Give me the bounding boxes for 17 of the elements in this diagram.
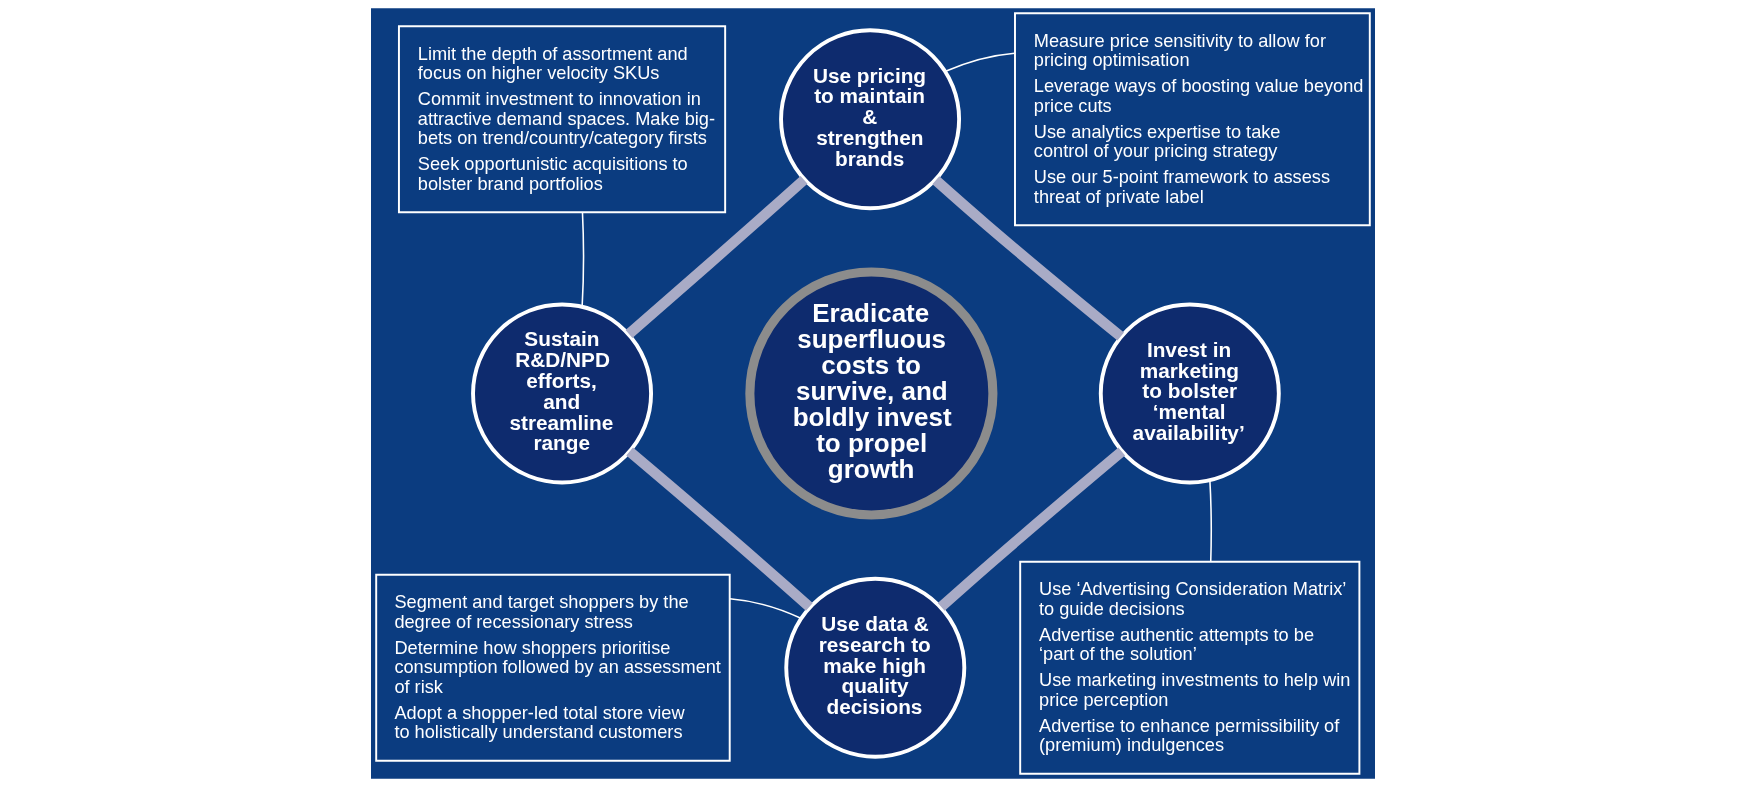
node-circle: Sustain R&D/NPD efforts, and streamline range	[470, 302, 653, 485]
node-box: Limit the depth of assortment and focus on higher velocity SKUs Commit investment to innovation in attractive demand spaces. Make big-bets on trend/country/category firsts Seek opportunistic acquisitions to bolster brand portfolios	[397, 25, 726, 214]
node-circle: Invest in marketing to bolster ‘mental availability’	[1098, 302, 1281, 485]
connector	[931, 176, 1124, 341]
node-circle: Eradicate superfluous costs to survive, and boldly invest to propel growth	[744, 267, 997, 520]
node-box: Measure price sensitivity to allow for pricing optimisation Leverage ways of boosting value beyond price cuts Use analytics expertise to take control of your pricing strategy Use our 5-point framework to assess threat of private label	[1013, 12, 1371, 227]
connector	[580, 211, 584, 308]
connector	[1208, 479, 1212, 563]
connector	[944, 52, 1015, 73]
connector	[937, 447, 1125, 611]
node-box: Segment and target shoppers by the degree of recessionary stress Determine how shoppers prioritise consumption followed by an assessment of risk Adopt a shopper-led total store view to holistically understand customers	[374, 573, 731, 762]
node-circle: Use pricing to maintain & strengthen brands	[778, 28, 961, 211]
node-circle: Use data & research to make high quality decisions	[783, 576, 966, 759]
node-box: Use ‘Advertising Consideration Matrix’ to guide decisions Advertise authentic attempts to be ‘part of the solution’ Use marketing investments to help win price perception Advertise to enhance permissibility of (premium) indulgences	[1018, 560, 1360, 775]
connector	[625, 176, 807, 338]
connector	[728, 597, 802, 619]
connector	[625, 447, 813, 611]
